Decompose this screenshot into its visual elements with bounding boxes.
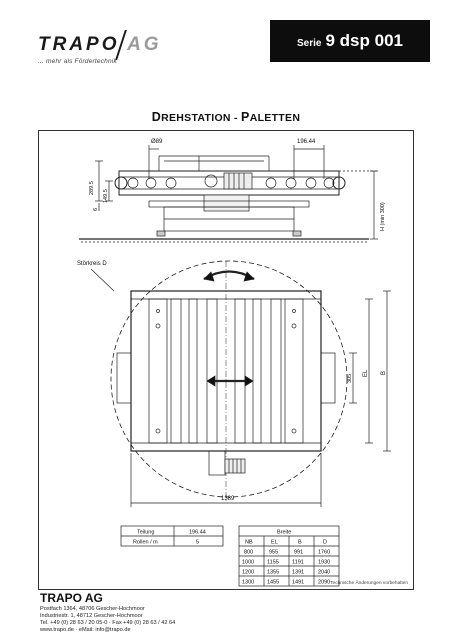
table-cell: 800: [244, 550, 253, 556]
table-cell: 1300: [242, 580, 254, 586]
table-left-grid: [120, 525, 224, 547]
title-initial-1: D: [151, 110, 162, 124]
logo-brand: TRAPO: [38, 34, 120, 55]
dim-height: H (min 300): [380, 202, 386, 231]
title-rest-2: ALETTEN: [249, 112, 301, 124]
table-cell: 1491: [292, 580, 304, 586]
table-cell: 1391: [292, 570, 304, 576]
serie-code: 9 dsp 001: [325, 31, 403, 50]
table-cell: 1930: [318, 560, 330, 566]
table-cell: 955: [269, 550, 278, 556]
table-cell: 2040: [318, 570, 330, 576]
logo-tagline: ... mehr als Fördertechnik: [38, 58, 117, 65]
title-rest-1: REHSTATION -: [161, 112, 242, 124]
th-el: EL: [271, 540, 278, 546]
cell-teilung-value: 196.44: [189, 530, 206, 536]
table-cell: 991: [294, 550, 303, 556]
footer-phone: Tel. +49 (0) 28 63 / 20 05-0 · Fax +49 (…: [40, 620, 176, 626]
footer: TRAPO AG Postfach 1364, 48706 Gescher-Ho…: [40, 592, 340, 634]
title-initial-2: P: [241, 110, 250, 124]
dim-b: B: [381, 371, 387, 375]
serie-badge: Serie 9 dsp 001: [270, 20, 430, 62]
dim-diameter-89: Ø89: [151, 139, 163, 145]
table-cell: 1155: [267, 560, 279, 566]
dim-149-5: 149.5: [103, 189, 109, 203]
cell-teilung-label: Teilung: [137, 530, 154, 536]
table-cell: 1200: [242, 570, 254, 576]
th-b: B: [298, 540, 302, 546]
dim-pitch-top: 196.44: [297, 139, 316, 145]
technical-drawing: Ø89 196.44 289.5 149.5 6 H (min 300) Stö…: [77, 139, 391, 587]
table-cell: 1355: [267, 570, 279, 576]
footer-web: www.trapo.de · eMail: info@trapo.de: [40, 627, 131, 633]
dim-289-5: 289.5: [89, 181, 95, 195]
table-caption-breite: Breite: [277, 530, 291, 536]
table-right-grid: [238, 525, 340, 587]
th-d: D: [323, 540, 327, 546]
dim-6: 6: [93, 208, 99, 211]
trapo-logo: TRAPO AG ... mehr als Fördertechnik: [38, 30, 168, 70]
footer-street: Industriestr. 1, 48712 Gescher-Hochmoor: [40, 613, 143, 619]
th-nb: NB: [245, 540, 253, 546]
dim-el: EL: [363, 369, 369, 377]
footer-company: TRAPO AG: [40, 591, 103, 605]
side-view: [79, 145, 379, 243]
serie-label: Serie: [297, 37, 322, 49]
cell-rollen-value: 5: [196, 540, 199, 546]
logo-wordmark: TRAPO AG: [38, 34, 162, 56]
logo-suffix: AG: [127, 34, 162, 55]
cell-rollen-label: Rollen / m: [133, 540, 158, 546]
disclaimer-note: Technische Änderungen vorbehalten: [330, 581, 408, 586]
footer-postbox: Postfach 1364, 48706 Gescher-Hochmoor: [40, 606, 145, 612]
page-title: DREHSTATION - PALETTEN: [0, 110, 452, 124]
table-cell: 1455: [267, 580, 279, 586]
table-cell: 2090: [318, 580, 330, 586]
dim-1389: 1389: [221, 496, 235, 502]
dim-305: 305: [347, 374, 353, 383]
table-cell: 1000: [242, 560, 254, 566]
drawing-frame: Ø89 196.44 289.5 149.5 6 H (min 300) Stö…: [38, 130, 414, 590]
table-cell: 1191: [292, 560, 304, 566]
table-cell: 1760: [318, 550, 330, 556]
label-interference-circle: Störkreis D: [77, 261, 107, 267]
top-view: [90, 260, 391, 507]
